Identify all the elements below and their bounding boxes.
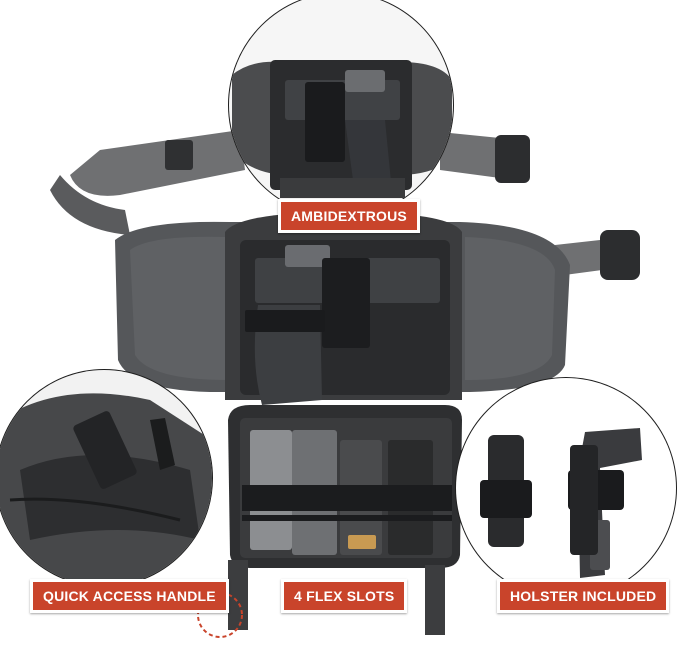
zoom-circle-left: [0, 369, 213, 587]
holster-included-label: HOLSTER INCLUDED: [497, 579, 670, 613]
holster-with-pistol: [568, 428, 642, 578]
quick-access-handle-label: QUICK ACCESS HANDLE: [30, 579, 229, 613]
ambidextrous-label: AMBIDEXTROUS: [278, 199, 420, 233]
zoom-circle-top: [228, 0, 454, 218]
zoom-circle-right: [455, 377, 677, 599]
bag-body: [115, 212, 570, 405]
strap-adjuster: [165, 140, 193, 170]
holster-front: [480, 435, 532, 547]
buckle-right: [495, 135, 640, 280]
waist-strap: [50, 130, 602, 276]
flex-slots-label: 4 FLEX SLOTS: [281, 579, 408, 613]
admin-pouch: [228, 405, 462, 635]
handle-highlight-circle: [197, 592, 243, 638]
